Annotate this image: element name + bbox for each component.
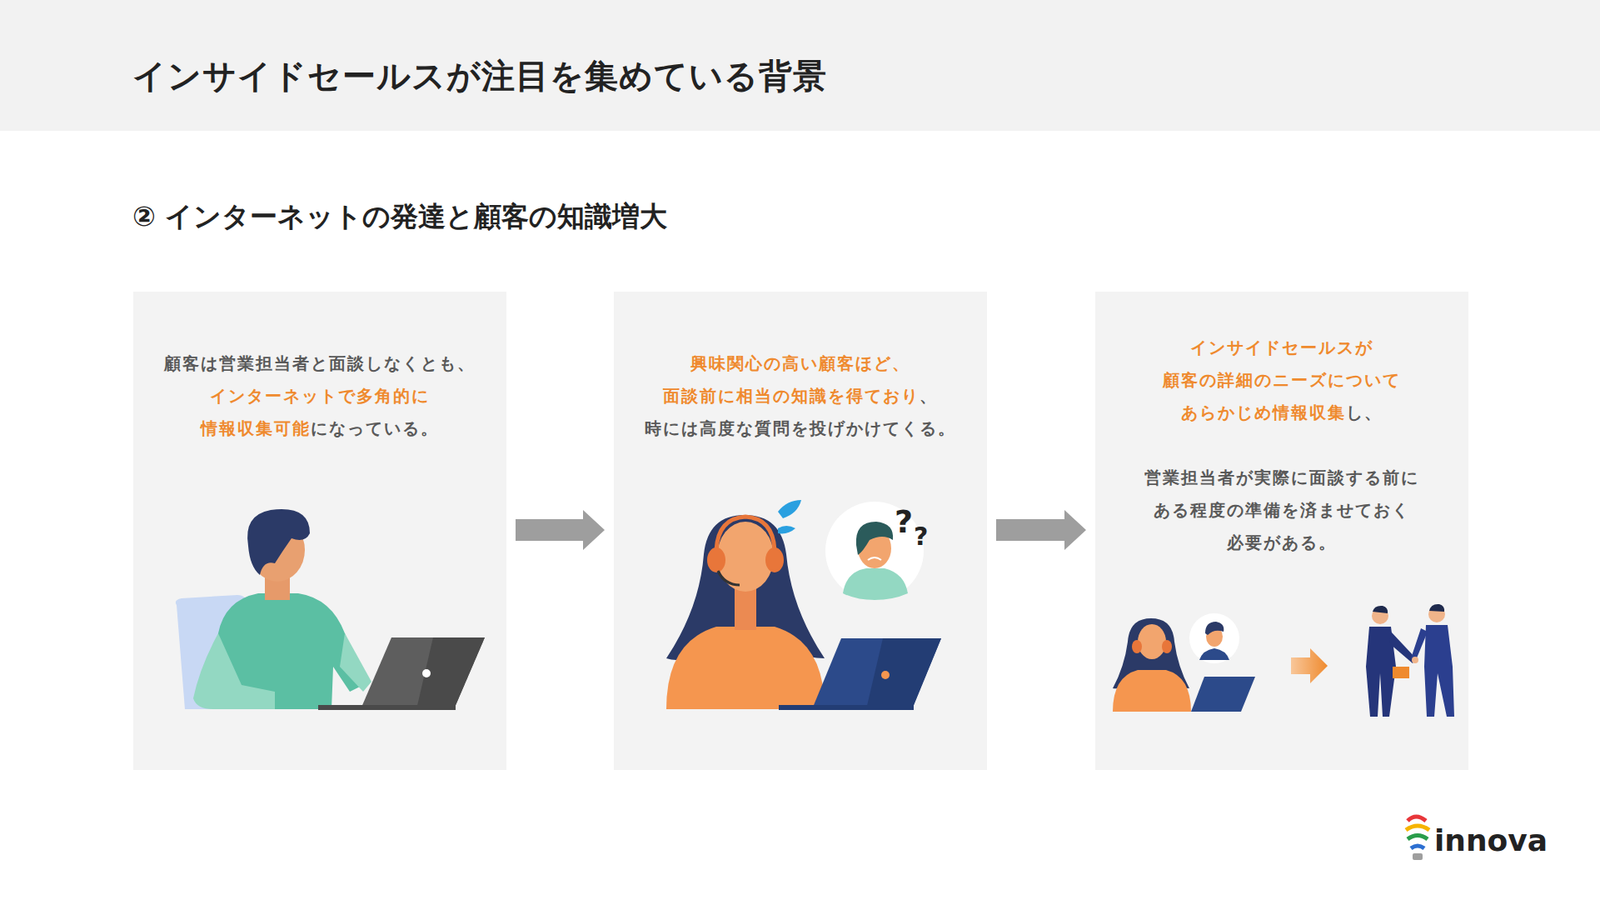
logo-text: innova xyxy=(1434,822,1548,858)
text-segment: インサイドセールスが xyxy=(1190,337,1374,358)
question-mark: ? xyxy=(913,521,928,551)
subtitle: ② インターネットの発達と顧客の知識増大 xyxy=(132,198,668,236)
text-segment: し、 xyxy=(1345,402,1383,423)
panel-text: 顧客は営業担当者と面談しなくとも、インターネットで多角的に情報収集可能になってい… xyxy=(133,291,507,445)
flow-arrow xyxy=(515,509,605,550)
page-title: インサイドセールスが注目を集めている背景 xyxy=(132,53,828,100)
text-segment: 時には高度な質問を投げかけてくる。 xyxy=(644,418,957,439)
text-segment: 顧客は営業担当者と面談しなくとも、 xyxy=(164,353,476,374)
text-segment: 、 xyxy=(919,385,938,406)
text-segment: 顧客の詳細のニーズについて xyxy=(1162,369,1401,390)
logo-icon xyxy=(1405,816,1430,860)
flow-arrow xyxy=(996,509,1087,550)
text-segment: 情報収集可能 xyxy=(200,418,311,439)
text-segment: になっている。 xyxy=(310,418,439,439)
text-panel: 顧客は営業担当者と面談しなくとも、インターネットで多角的に情報収集可能になってい… xyxy=(133,291,507,770)
man-illustration xyxy=(175,508,485,710)
text-panel: 興味関心の高い顧客ほど、面談前に相当の知識を得ており、時には高度な質問を投げかけ… xyxy=(613,291,987,770)
text-segment: あらかじめ情報収集 xyxy=(1181,402,1346,423)
panel-text: インサイドセールスが顧客の詳細のニーズについてあらかじめ情報収集し、営業担当者が… xyxy=(1095,291,1469,559)
text-segment: 必要がある。 xyxy=(1226,532,1337,553)
text-segment: 営業担当者が実際に面談する前に xyxy=(1144,467,1420,488)
text-segment: 興味関心の高い顧客ほど、 xyxy=(690,353,911,374)
text-segment: インターネットで多角的に xyxy=(209,385,430,406)
handoff-illustration xyxy=(1112,603,1455,717)
question-mark: ? xyxy=(894,503,913,540)
text-segment: 面談前に相当の知識を得ており xyxy=(662,385,920,406)
text-segment: ある程度の準備を済ませておく xyxy=(1153,499,1411,520)
panel-text: 興味関心の高い顧客ほど、面談前に相当の知識を得ており、時には高度な質問を投げかけ… xyxy=(613,291,987,445)
operator-illustration xyxy=(666,499,942,710)
text-panel: インサイドセールスが顧客の詳細のニーズについてあらかじめ情報収集し、営業担当者が… xyxy=(1095,291,1469,770)
